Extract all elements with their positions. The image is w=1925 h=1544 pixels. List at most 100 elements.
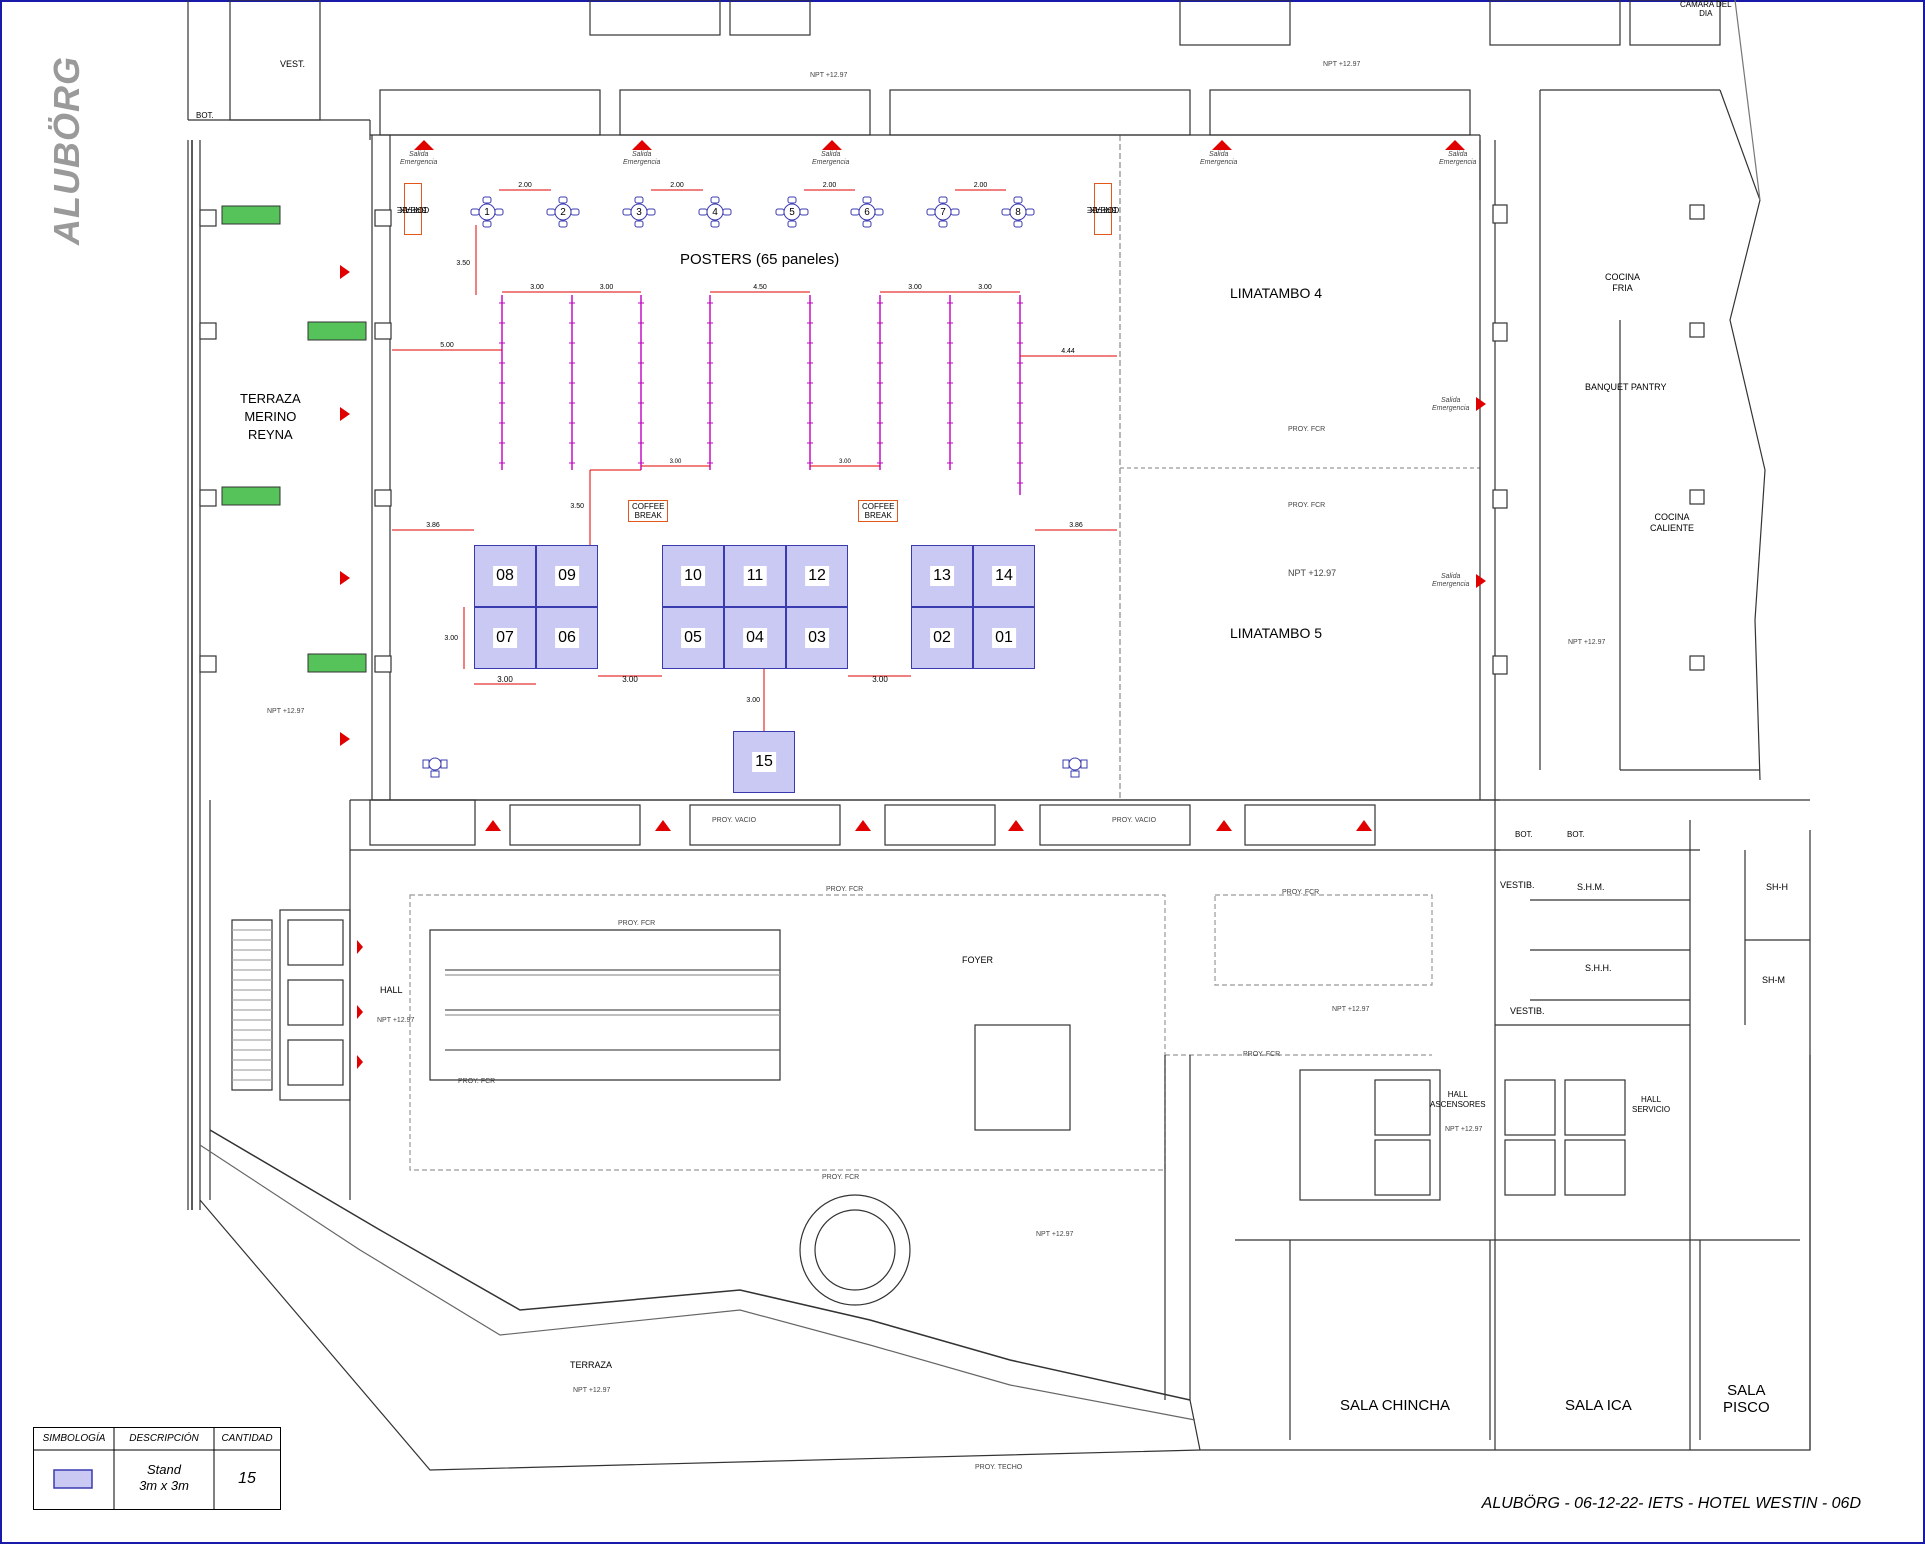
legend-quantity: 15 — [238, 1470, 256, 1487]
stand-01[interactable]: 01 — [973, 607, 1035, 669]
stand-04[interactable]: 04 — [724, 607, 786, 669]
legend-grid — [34, 1428, 280, 1509]
dim-label-poster: 3.00 — [530, 284, 544, 291]
dim-label-4-44: 4.44 — [1061, 348, 1075, 355]
room-banquet-pantry: BANQUET PANTRY — [1585, 382, 1667, 392]
poster-table-chair — [926, 208, 936, 216]
stand-15[interactable]: 15 — [733, 731, 795, 793]
poster-table-label-7: 7 — [940, 207, 946, 218]
dim-label-3-50: 3.50 — [456, 260, 470, 267]
legend-header-simbologia: SIMBOLOGÍA — [42, 1433, 106, 1444]
legend-stand-symbol — [53, 1469, 93, 1489]
stand-11[interactable]: 11 — [724, 545, 786, 607]
stand-09[interactable]: 09 — [536, 545, 598, 607]
poster-table-chair — [622, 208, 632, 216]
stand-13[interactable]: 13 — [911, 545, 973, 607]
npt-note-10: NPT +12.97 — [377, 1017, 415, 1024]
npt-note-3: NPT +12.97 — [1332, 1006, 1370, 1013]
poster-table-chair — [799, 208, 809, 216]
poster-table-label-8: 8 — [1015, 207, 1021, 218]
proy-fcr-3: PROY. FCR — [826, 886, 864, 893]
room-sala-chincha: SALA CHINCHA — [1340, 1397, 1451, 1414]
dim-label-poster-bottom: 3.00 — [670, 459, 682, 465]
stand-02[interactable]: 02 — [911, 607, 973, 669]
npt-note-7: NPT +12.97 — [1323, 61, 1361, 68]
poster-table-chair — [646, 208, 656, 216]
posters-title: POSTERS (65 paneles) — [680, 251, 840, 268]
poster-table-label-5: 5 — [789, 207, 795, 218]
proy-vacio-2: PROY. VACIO — [1112, 817, 1157, 824]
stand-07[interactable]: 07 — [474, 607, 536, 669]
npt-note-1: NPT +12.97 — [1288, 568, 1337, 578]
room-vestib-2: VESTIB. — [1510, 1006, 1545, 1016]
poster-table-chair — [710, 220, 720, 228]
room-bot-3: BOT. — [1567, 830, 1585, 839]
poster-table-chair — [1001, 208, 1011, 216]
stand-06[interactable]: 06 — [536, 607, 598, 669]
dim-label-stand-3-00-d: 3.00 — [444, 635, 458, 642]
room-vestib-1: VESTIB. — [1500, 880, 1535, 890]
poster-table-chair — [482, 220, 492, 228]
lounge-chair — [1062, 759, 1070, 769]
poster-table-chair — [710, 196, 720, 204]
dim-label-stand-3-00-b: 3.00 — [622, 675, 638, 684]
npt-note-6: NPT +12.97 — [1445, 1126, 1483, 1133]
dim-label-3-50-b: 3.50 — [570, 503, 584, 510]
legend-header-descripcion: DESCRIPCIÓN — [129, 1433, 199, 1444]
dim-label-stand-15: 3.00 — [746, 697, 760, 704]
poster-table-chair — [950, 208, 960, 216]
dim-label-5-00: 5.00 — [440, 342, 454, 349]
npt-note-9: NPT +12.97 — [1568, 639, 1606, 646]
stand-05[interactable]: 05 — [662, 607, 724, 669]
dim-label-poster-bottom: 3.00 — [839, 459, 851, 465]
dim-label-2-00: 2.00 — [823, 182, 837, 189]
dim-label-2-00: 2.00 — [670, 182, 684, 189]
poster-table-label-2: 2 — [560, 207, 566, 218]
stand-10[interactable]: 10 — [662, 545, 724, 607]
stand-12[interactable]: 12 — [786, 545, 848, 607]
poster-table-chair — [787, 196, 797, 204]
poster-table-chair — [862, 196, 872, 204]
npt-note-2: NPT +12.97 — [267, 708, 305, 715]
lounge-table — [1068, 757, 1082, 771]
poster-table-chair — [1025, 208, 1035, 216]
proy-fcr-4: PROY. FCR — [618, 920, 656, 927]
npt-note-8: NPT +12.97 — [810, 72, 848, 79]
room-limatambo-5: LIMATAMBO 5 — [1230, 625, 1323, 641]
poster-table-chair — [938, 220, 948, 228]
stand-08[interactable]: 08 — [474, 545, 536, 607]
poster-table-chair — [722, 208, 732, 216]
legend-header-cantidad: CANTIDAD — [221, 1433, 273, 1444]
poster-table-label-4: 4 — [712, 207, 718, 218]
proy-vacio-1: PROY. VACIO — [712, 817, 757, 824]
poster-table-chair — [775, 208, 785, 216]
stand-03[interactable]: 03 — [786, 607, 848, 669]
npt-note-4: NPT +12.97 — [1036, 1231, 1074, 1238]
room-bot-2: BOT. — [1515, 830, 1533, 839]
dim-label-poster: 3.00 — [978, 284, 992, 291]
dim-label-poster: 4.50 — [753, 284, 767, 291]
dim-label-poster: 3.00 — [908, 284, 922, 291]
room-sh-h: SH-H — [1766, 882, 1788, 892]
dim-label-2-00: 2.00 — [518, 182, 532, 189]
lounge-chair — [440, 759, 448, 769]
poster-table-chair — [558, 196, 568, 204]
dim-label-2-00: 2.00 — [974, 182, 988, 189]
stand-14[interactable]: 14 — [973, 545, 1035, 607]
dim-label-3-86-a: 3.86 — [426, 522, 440, 529]
room-sala-ica: SALA ICA — [1565, 1397, 1632, 1414]
